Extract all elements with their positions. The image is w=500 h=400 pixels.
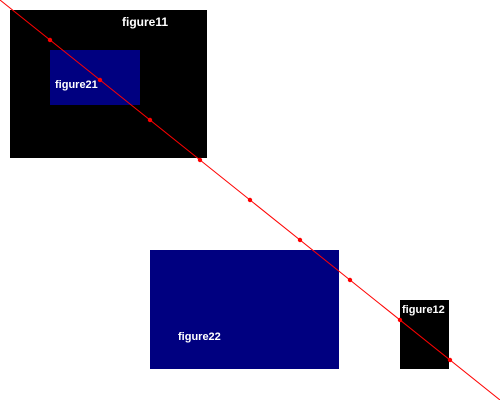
figure22-box[interactable]: figure22 (150, 250, 339, 369)
figure11-label: figure11 (122, 15, 169, 29)
connector-marker-dot (247, 197, 253, 203)
connector-marker-dot (297, 237, 303, 243)
connector-marker-dot (197, 157, 203, 163)
figure21-box[interactable]: figure21 (50, 50, 140, 105)
figure12-box[interactable]: figure12 (400, 300, 449, 369)
figure21-label: figure21 (55, 79, 98, 91)
figure12-label: figure12 (402, 304, 445, 316)
connector-marker-dot (347, 277, 353, 283)
figure22-label: figure22 (178, 331, 221, 343)
